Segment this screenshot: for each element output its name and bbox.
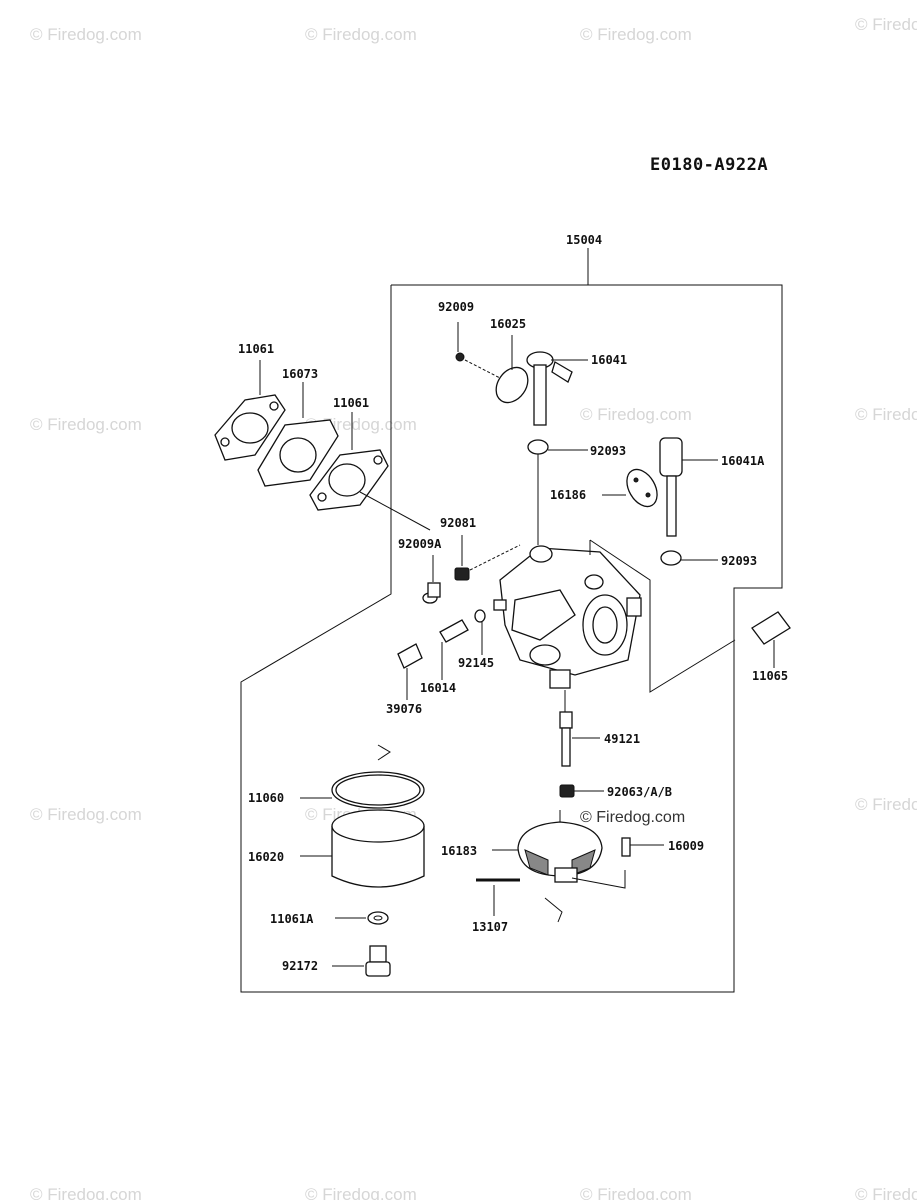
tube-11065 (751, 611, 791, 668)
watermark: © Firedog.com (30, 1185, 142, 1200)
float-16183 (492, 810, 626, 923)
spring-92081 (454, 535, 470, 581)
gasket-11061-right (309, 449, 389, 511)
part-label-16073: 16073 (282, 367, 318, 381)
pilot-jet-16014 (439, 619, 469, 680)
assembly-frame (240, 284, 783, 993)
diagram-code: E0180-A922A (650, 155, 768, 175)
part-label-49121: 49121 (604, 732, 640, 746)
leader (359, 491, 431, 531)
part-label-92145: 92145 (458, 656, 494, 670)
carburetor-body (493, 539, 736, 693)
float-pin-13107 (476, 878, 520, 916)
part-label-92009: 92009 (438, 300, 474, 314)
watermark: © Firedog.com (305, 1185, 417, 1200)
washer-11061A (335, 911, 389, 925)
seal-92093-top (527, 439, 588, 545)
part-label-16014: 16014 (420, 681, 456, 695)
part-label-11061: 11061 (238, 342, 274, 356)
gasket-11061-left (214, 394, 286, 461)
insulator-16073 (257, 419, 339, 487)
nozzle-49121 (559, 690, 600, 767)
part-label-11065: 11065 (752, 669, 788, 683)
leader (469, 544, 521, 571)
float-bowl-16020 (300, 809, 425, 888)
part-label-92093: 92093 (590, 444, 626, 458)
watermark: © Firedog.com (580, 1185, 692, 1200)
seal-92093-right (660, 550, 718, 566)
screw-92009A (422, 555, 441, 604)
part-label-39076: 39076 (386, 702, 422, 716)
part-label-13107: 13107 (472, 920, 508, 934)
throttle-plate-16025 (495, 335, 529, 404)
watermarks: © Firedog.com © Firedog.com © Firedog.co… (30, 15, 917, 1200)
part-label-92009A: 92009A (398, 537, 442, 551)
watermark: © Firedog.com (580, 25, 692, 44)
part-label-16020: 16020 (248, 850, 284, 864)
leader (464, 359, 501, 379)
watermark: © Firedog.com (855, 795, 917, 814)
part-label-92172: 92172 (282, 959, 318, 973)
watermark: © Firedog.com (30, 25, 142, 44)
part-label-16009: 16009 (668, 839, 704, 853)
part-label-15004: 15004 (566, 233, 602, 247)
watermark: © Firedog.com (30, 415, 142, 434)
watermark: © Firedog.com (855, 405, 917, 424)
float-needle-16009 (621, 837, 664, 857)
part-label-92093: 92093 (721, 554, 757, 568)
main-jet-92063 (559, 784, 604, 798)
choke-plate-16186 (602, 468, 658, 508)
part-label-16041: 16041 (591, 353, 627, 367)
part-label-11060: 11060 (248, 791, 284, 805)
part-label-11061: 11061 (333, 396, 369, 410)
part-label-16025: 16025 (490, 317, 526, 331)
part-label-16183: 16183 (441, 844, 477, 858)
gasket-11060 (300, 744, 425, 809)
part-label-16041A: 16041A (721, 454, 765, 468)
part-label-92081: 92081 (440, 516, 476, 530)
part-label-92063: 92063/A/B (607, 785, 672, 799)
o-ring-92145 (474, 609, 486, 655)
bolt-92172 (332, 945, 391, 977)
watermark: © Firedog.com (305, 25, 417, 44)
inline-watermark: © Firedog.com (580, 809, 685, 826)
plug-39076 (397, 643, 423, 700)
watermark: © Firedog.com (855, 1185, 917, 1200)
watermark: © Firedog.com (30, 805, 142, 824)
throttle-shaft-16041 (526, 351, 588, 426)
watermark: © Firedog.com (580, 405, 692, 424)
watermark: © Firedog.com (855, 15, 917, 34)
screw-92009 (455, 322, 465, 362)
choke-shaft-16041A (659, 437, 718, 537)
part-label-11061A: 11061A (270, 912, 314, 926)
part-label-16186: 16186 (550, 488, 586, 502)
